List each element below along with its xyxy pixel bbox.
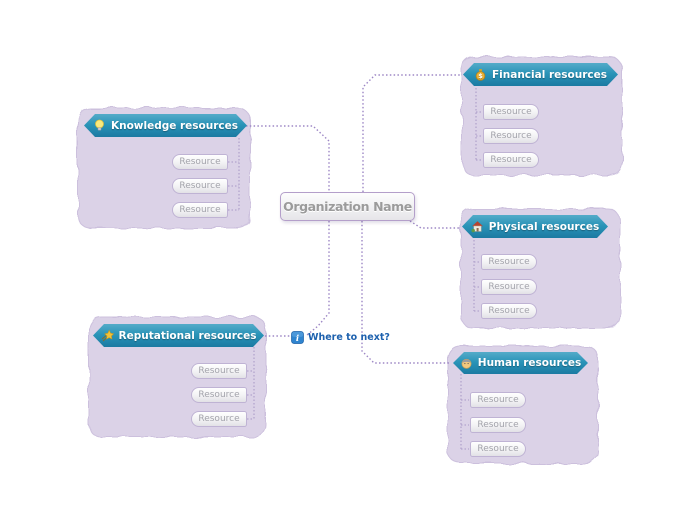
- resource-node[interactable]: Resource: [483, 104, 539, 120]
- person-icon: [460, 357, 473, 370]
- resource-node[interactable]: Resource: [191, 363, 247, 379]
- floating-node-label: Where to next?: [308, 332, 390, 343]
- house-icon: [471, 220, 484, 233]
- money-bag-icon: $: [474, 68, 487, 81]
- resource-node[interactable]: Resource: [483, 152, 539, 168]
- resource-node[interactable]: Resource: [172, 178, 228, 194]
- connector-knowledge: [246, 125, 330, 192]
- resource-node[interactable]: Resource: [483, 128, 539, 144]
- floating-node-where-next[interactable]: i Where to next?: [291, 331, 390, 344]
- branch-node-reputational[interactable]: Reputational resources: [93, 324, 264, 347]
- resource-node[interactable]: Resource: [191, 411, 247, 427]
- resource-node[interactable]: Resource: [481, 279, 537, 295]
- branch-node-physical[interactable]: Physical resources: [462, 215, 608, 238]
- branch-label: Physical resources: [488, 220, 600, 233]
- branch-label: Reputational resources: [118, 329, 257, 342]
- branch-node-human[interactable]: Human resources: [453, 352, 588, 374]
- svg-text:$: $: [478, 72, 483, 80]
- branch-node-financial[interactable]: $ Financial resources: [463, 63, 618, 86]
- resource-node[interactable]: Resource: [172, 154, 228, 170]
- cloud-reputational: [88, 316, 267, 438]
- info-icon: i: [291, 331, 304, 344]
- resource-node[interactable]: Resource: [470, 417, 526, 433]
- cloud-financial: [461, 56, 623, 176]
- lightbulb-icon: [93, 119, 106, 132]
- resource-node[interactable]: Resource: [172, 202, 228, 218]
- branch-label: Financial resources: [492, 68, 607, 81]
- branch-label: Human resources: [477, 357, 582, 369]
- branch-node-knowledge[interactable]: Knowledge resources: [84, 114, 247, 137]
- connector-financial: [362, 74, 461, 192]
- resource-node[interactable]: Resource: [470, 441, 526, 457]
- resource-node[interactable]: Resource: [191, 387, 247, 403]
- resource-node[interactable]: Resource: [470, 392, 526, 408]
- connector-physical: [409, 220, 460, 229]
- branch-label: Knowledge resources: [110, 119, 239, 132]
- center-node[interactable]: Organization Name: [280, 192, 415, 221]
- resource-node[interactable]: Resource: [481, 254, 537, 270]
- cloud-knowledge: [77, 107, 251, 229]
- resource-node[interactable]: Resource: [481, 303, 537, 319]
- connector-human: [361, 221, 451, 364]
- connector-where-next: [306, 221, 330, 336]
- svg-text:i: i: [296, 334, 299, 344]
- cloud-physical: [460, 208, 621, 329]
- shooting-star-icon: [101, 329, 114, 342]
